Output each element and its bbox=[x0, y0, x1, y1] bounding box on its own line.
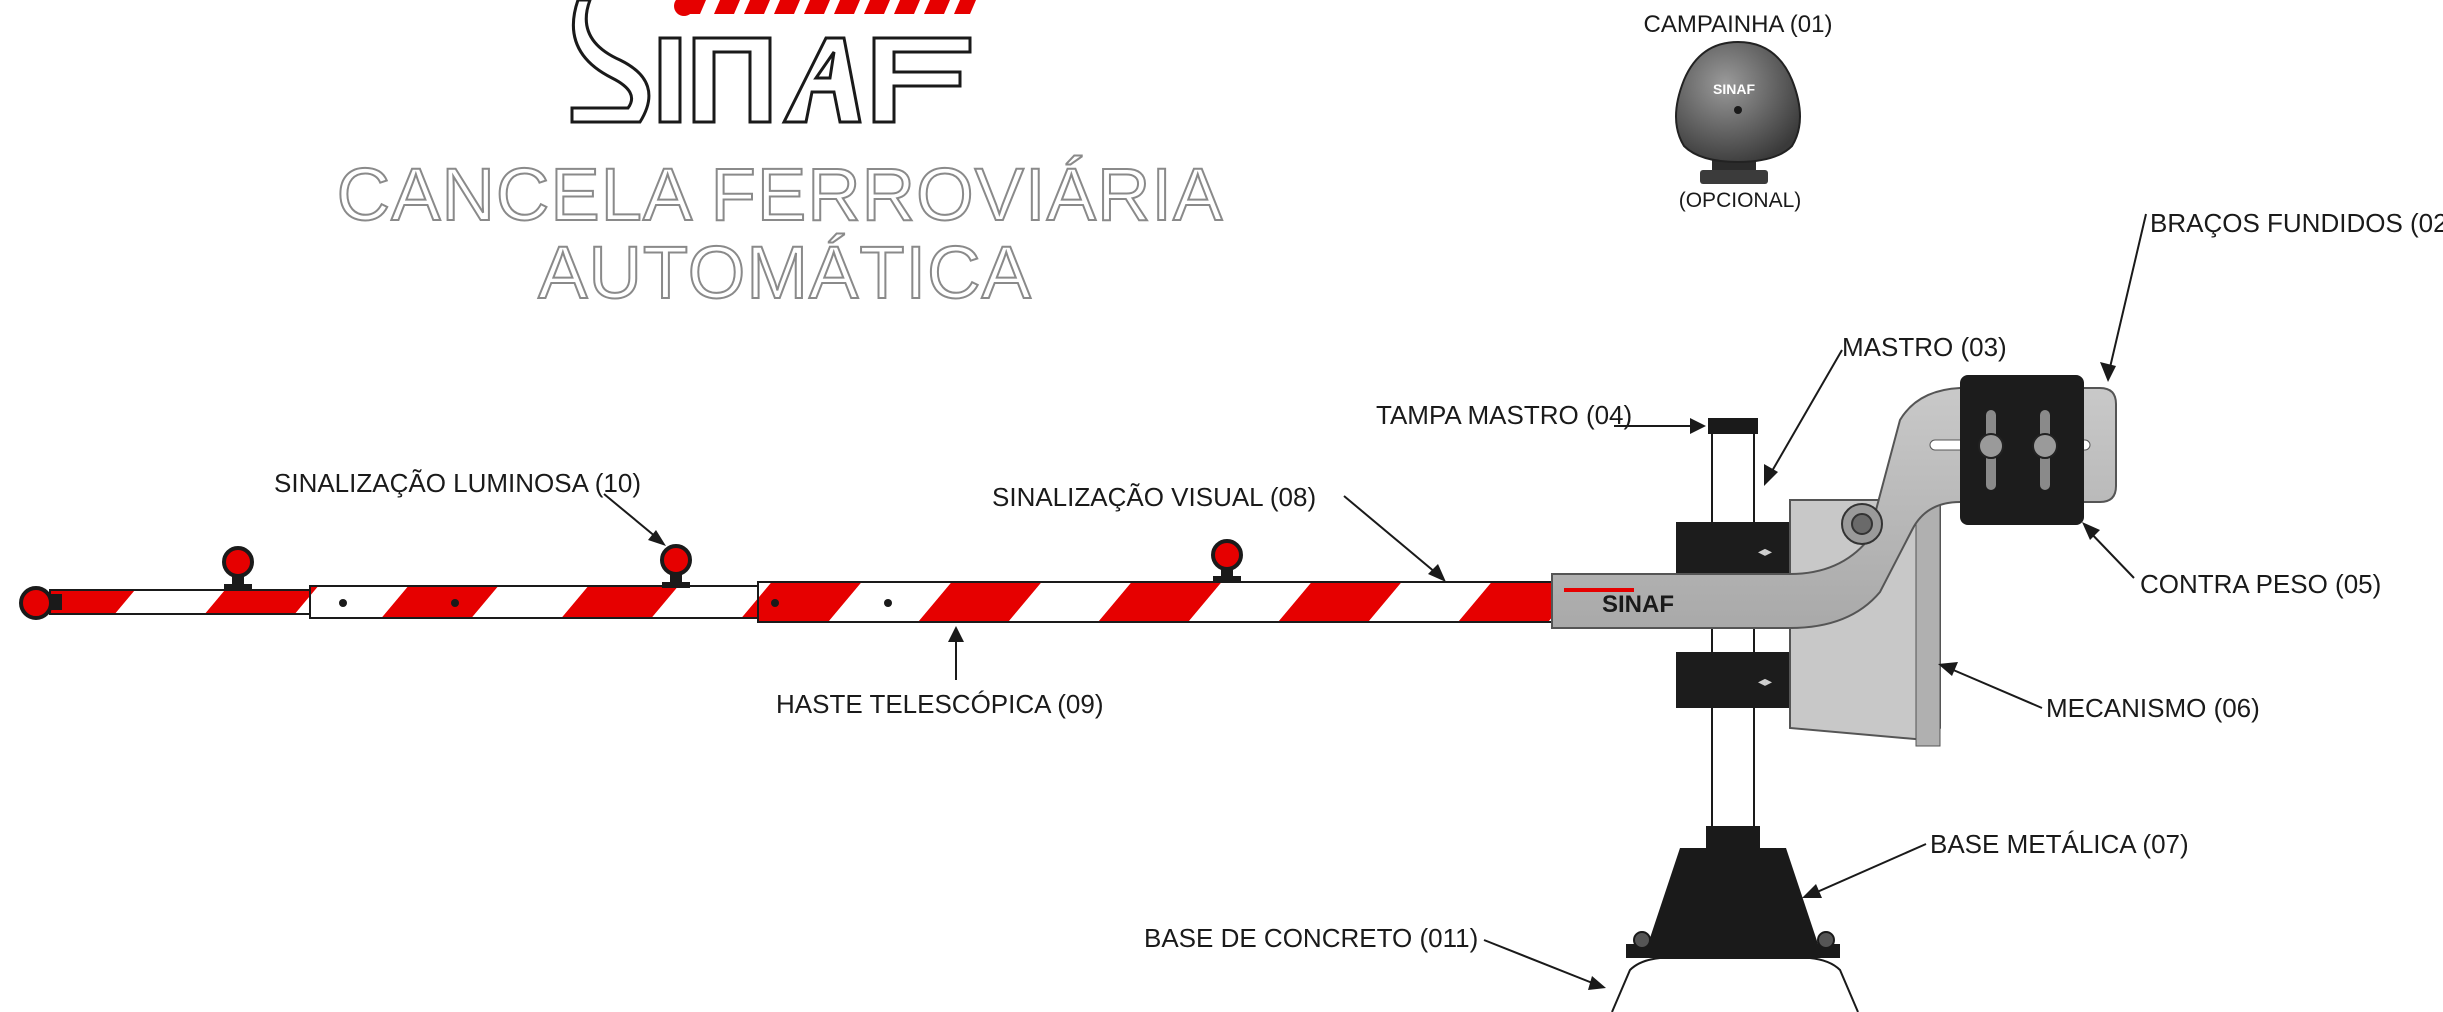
logo-letter-a bbox=[781, 36, 862, 124]
label-sinalizacao-luminosa: SINALIZAÇÃO LUMINOSA (10) bbox=[274, 468, 641, 498]
label-base-metalica: BASE METÁLICA (07) bbox=[1930, 829, 2189, 859]
sinaf-logo bbox=[570, 0, 976, 124]
title-line-1: CANCELA FERROVIÁRIA bbox=[337, 153, 1224, 236]
logo-red-dashes bbox=[684, 0, 976, 14]
bell-label: CAMPAINHA (01) bbox=[1644, 11, 1833, 38]
metal-base bbox=[1626, 826, 1840, 958]
label-bracos-fundidos: BRAÇOS FUNDIDOS (02) bbox=[2150, 208, 2443, 238]
mechanism-edge bbox=[1915, 499, 1941, 747]
label-mecanismo: MECANISMO (06) bbox=[2046, 693, 2260, 723]
signal-lamp-icon bbox=[222, 546, 254, 590]
svg-text:◂▸: ◂▸ bbox=[1758, 543, 1772, 559]
pivot-bolt-icon bbox=[1841, 503, 1883, 545]
label-haste-telescopica: HASTE TELESCÓPICA (09) bbox=[776, 689, 1104, 719]
signal-lamp-icon bbox=[660, 544, 692, 588]
bell-logo: SINAF bbox=[1713, 81, 1755, 97]
signal-lamp-icon bbox=[1211, 539, 1243, 582]
label-mastro: MASTRO (03) bbox=[1842, 332, 2007, 362]
logo-letter-f bbox=[872, 36, 972, 124]
title-line-2: AUTOMÁTICA bbox=[538, 231, 1032, 314]
label-tampa-mastro: TAMPA MASTRO (04) bbox=[1376, 400, 1632, 430]
arm-end-lamp-icon bbox=[19, 586, 62, 620]
counterweight bbox=[1960, 375, 2084, 525]
logo-letter-s bbox=[570, 0, 651, 124]
logo-red-dot bbox=[674, 0, 694, 16]
logo-letter-i bbox=[658, 36, 682, 124]
label-contra-peso: CONTRA PESO (05) bbox=[2140, 569, 2381, 599]
label-base-concreto: BASE DE CONCRETO (011) bbox=[1144, 923, 1478, 953]
logo-letter-n bbox=[692, 36, 772, 124]
arm-logo: SINAF bbox=[1602, 591, 1674, 618]
bell-icon: SINAF bbox=[1675, 40, 1801, 184]
leader-lines bbox=[603, 213, 2147, 990]
boom-arm bbox=[49, 581, 1559, 623]
label-sinalizacao-visual: SINALIZAÇÃO VISUAL (08) bbox=[992, 482, 1316, 512]
bell-optional-note: (OPCIONAL) bbox=[1679, 189, 1802, 212]
concrete-base bbox=[1611, 957, 1859, 1012]
svg-text:◂▸: ◂▸ bbox=[1758, 673, 1772, 689]
